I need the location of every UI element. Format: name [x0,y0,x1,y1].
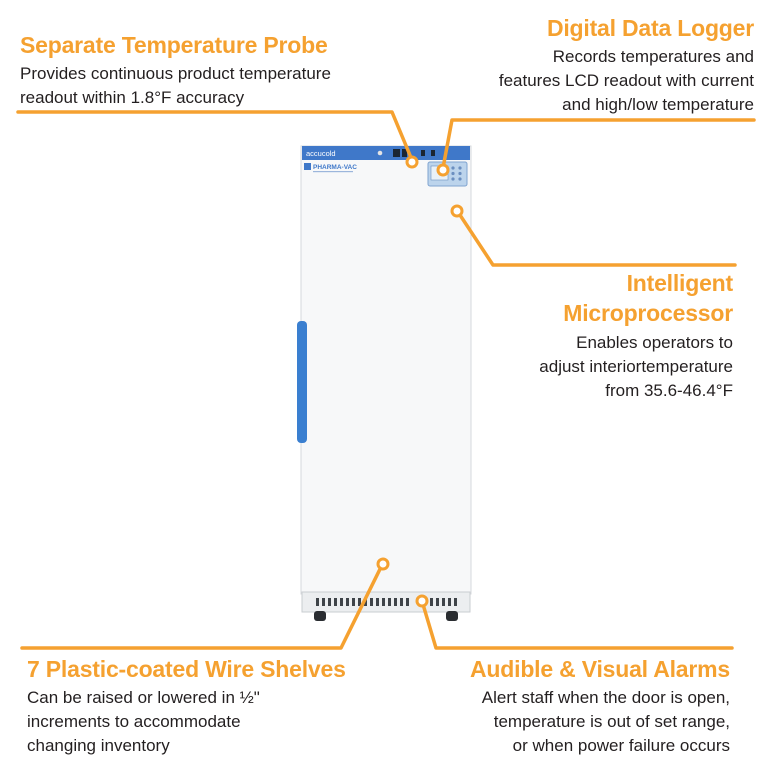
vent-grille [316,598,457,606]
switch-dark-2 [402,149,407,157]
callout-probe-desc: Provides continuous product temperature … [20,62,440,110]
callout-logger-desc-line: Records temperatures and [552,47,754,66]
leader-line-shelves [20,563,384,650]
model-logo-subline [313,171,353,173]
callout-micro-desc-line: adjust interiortemperature [539,357,733,376]
callout-micro-title-line: Microprocessor [563,300,733,326]
switch-dark-4 [431,150,435,156]
switch-dark-3 [421,150,425,156]
callout-probe-desc-line: readout within 1.8°F accuracy [20,88,245,107]
leader-dot-probe [405,155,419,169]
callout-logger: Digital Data Logger Records temperatures… [420,15,754,117]
indicator-light [377,150,383,156]
callout-shelves-title: 7 Plastic-coated Wire Shelves [27,656,346,682]
leader-dot-shelves [376,557,390,571]
callout-alarms: Audible & Visual Alarms Alert staff when… [400,656,730,758]
callout-alarms-desc: Alert staff when the door is open, tempe… [400,686,730,758]
callout-alarms-title: Audible & Visual Alarms [470,656,730,682]
leader-line-micro [456,210,737,267]
door-handle [297,321,307,443]
callout-micro-title-line: Intelligent [626,270,734,296]
callout-logger-title: Digital Data Logger [546,15,754,41]
leader-line-probe [16,110,414,162]
model-logo-mark [304,163,311,170]
callout-micro-title: Intelligent Microprocessor [470,268,733,328]
callout-probe-title: Separate Temperature Probe [20,32,328,58]
kickplate [301,591,471,613]
control-panel-band [302,146,470,160]
leader-line-logger [441,118,756,170]
callout-shelves-desc-line: increments to accommodate [27,712,241,731]
callout-logger-desc-line: and high/low temperature [562,95,754,114]
callout-shelves-desc-line: changing inventory [27,736,170,755]
fridge-body [300,145,472,595]
refrigerator: accucold PHARMA-VAC [297,145,472,621]
callout-micro-desc: Enables operators to adjust interiortemp… [470,331,733,403]
callout-shelves: 7 Plastic-coated Wire Shelves Can be rai… [27,656,387,758]
callout-logger-desc: Records temperatures and features LCD re… [420,45,754,117]
callout-shelves-desc-line: Can be raised or lowered in ½" [27,688,260,707]
brand-label: accucold [306,149,336,158]
leader-dot-logger [436,163,450,177]
callout-probe: Separate Temperature Probe Provides cont… [20,32,440,110]
callout-alarms-desc-line: or when power failure occurs [512,736,730,755]
leader-dot-alarms [415,594,429,608]
switch-dark-1 [393,149,400,157]
callout-micro: Intelligent Microprocessor Enables opera… [470,268,733,403]
callout-logger-desc-line: features LCD readout with current [498,71,754,90]
caster-left [314,611,326,621]
callout-micro-desc-line: Enables operators to [576,333,733,352]
callout-alarms-desc-line: Alert staff when the door is open, [481,688,730,707]
callout-alarms-desc-line: temperature is out of set range, [493,712,730,731]
callout-micro-desc-line: from 35.6-46.4°F [605,381,733,400]
callout-shelves-desc: Can be raised or lowered in ½" increment… [27,686,387,758]
leader-dot-micro [450,204,464,218]
caster-right [446,611,458,621]
leader-line-alarms [420,599,734,650]
model-logo: PHARMA-VAC [313,164,357,171]
callout-probe-desc-line: Provides continuous product temperature [20,64,331,83]
